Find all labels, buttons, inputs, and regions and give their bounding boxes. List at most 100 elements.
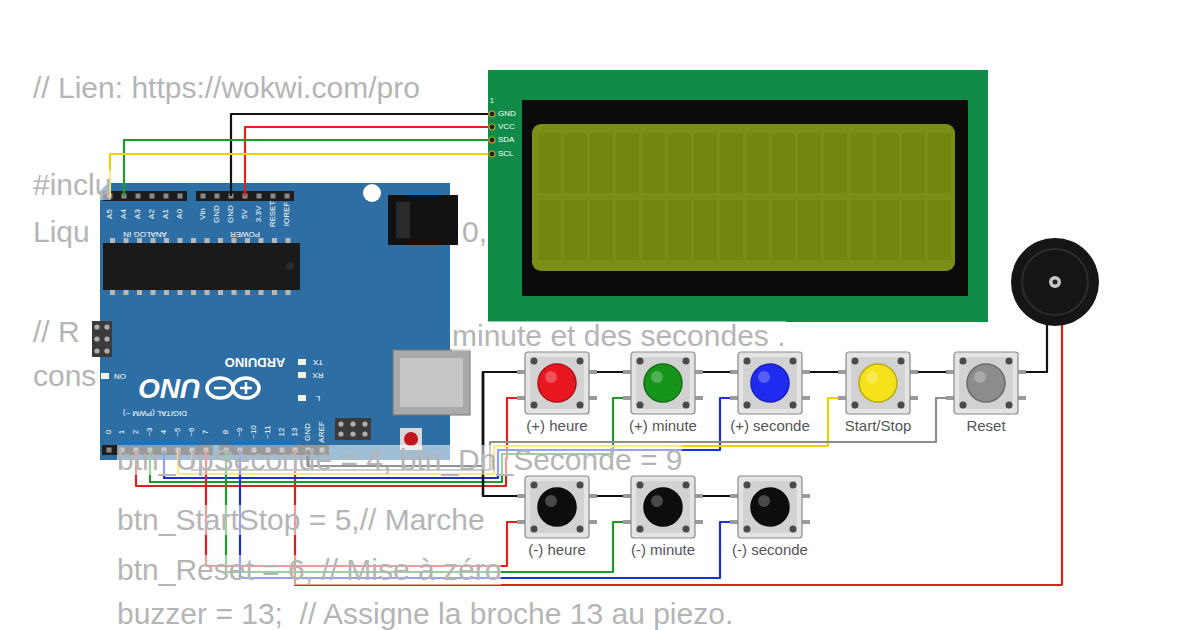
pin-label: A2 (148, 209, 157, 219)
status-led (298, 359, 306, 365)
code-watermark: // Lien: https://wokwi.com/pro (33, 73, 420, 103)
wire-stub (244, 183, 246, 196)
icsp-pin (94, 348, 99, 353)
pin-label: Vin (199, 208, 208, 219)
button-cap (538, 488, 576, 526)
lcd-cell (642, 200, 665, 260)
lcd-cell (564, 133, 587, 193)
lcd-bezel (522, 100, 968, 296)
pin-label: GND (227, 205, 236, 223)
code-watermark: 0, (462, 217, 487, 247)
lcd-cell (616, 133, 639, 193)
icsp-pin (104, 336, 109, 341)
button-screw (852, 358, 859, 365)
button-screw (744, 402, 751, 409)
button-screw (898, 402, 905, 409)
pin-label: AREF (318, 421, 327, 442)
status-led (298, 372, 306, 378)
button-screw (531, 358, 538, 365)
button-body (525, 476, 589, 538)
icsp-pin (338, 431, 343, 436)
button-screw (577, 358, 584, 365)
header-pin (136, 194, 141, 199)
lcd-cell (928, 133, 951, 193)
button-screw (852, 402, 859, 409)
button-screw (1006, 402, 1013, 409)
push-button-art (623, 476, 703, 538)
icsp-header (92, 321, 112, 357)
code-watermark: btn_StartStop = 5,// Marche (117, 505, 485, 535)
code-watermark: btn_Reset = 6, // Mise à zéro (117, 555, 501, 585)
button-screw (683, 482, 690, 489)
buzzer-body (1011, 238, 1099, 326)
button-label: (-) heure (528, 542, 586, 559)
button-screw (531, 482, 538, 489)
lcd-cell (694, 200, 717, 260)
lcd-cell (668, 200, 691, 260)
button-body (631, 476, 695, 538)
button-face (636, 357, 690, 409)
button-cap (644, 488, 682, 526)
pin-label: 13 (291, 428, 300, 437)
led-label: L (316, 394, 320, 403)
pin-label: 5V (241, 209, 250, 219)
button-screw (637, 402, 644, 409)
led-label: RX (312, 371, 323, 380)
model-name: UNO (139, 373, 201, 404)
button-label: Start/Stop (845, 418, 912, 435)
logo-mark (245, 382, 248, 394)
button-cap (538, 364, 576, 402)
lcd-cell (798, 133, 821, 193)
buzzer-dot (1053, 280, 1058, 285)
button-shine (758, 371, 770, 383)
header-pin (215, 194, 220, 199)
lcd-cell (590, 133, 613, 193)
logo-mark (214, 387, 226, 390)
push-button-art (730, 476, 810, 538)
pin-label: 1 (118, 430, 127, 434)
button-face (743, 357, 797, 409)
button-body (738, 476, 802, 538)
button-body (525, 352, 589, 414)
push-button-art (730, 352, 810, 414)
push-button: (-) minute (623, 476, 703, 538)
push-button: (-) seconde (730, 476, 810, 538)
button-face (959, 357, 1013, 409)
button-label: (+) minute (629, 418, 697, 435)
analog-header (103, 191, 187, 201)
lcd-cell (928, 200, 951, 260)
icsp-pin (350, 431, 355, 436)
lcd-cell (824, 200, 847, 260)
button-screw (790, 526, 797, 533)
pin-label: ~11 (264, 426, 273, 439)
button-label: Reset (966, 418, 1005, 435)
button-screw (898, 358, 905, 365)
pin-number: 1 (490, 97, 494, 105)
lcd-pin (489, 111, 495, 117)
code-watermark: Liqu (33, 217, 90, 247)
header-pin (257, 194, 262, 199)
lcd-cell (616, 200, 639, 260)
lcd-cell (902, 200, 925, 260)
button-body (846, 352, 910, 414)
pin-label: GND (213, 205, 222, 223)
lcd-screen (532, 124, 955, 271)
lcd-cell (902, 133, 925, 193)
push-button: (+) heure (517, 352, 597, 414)
button-screw (683, 358, 690, 365)
button-screw (577, 402, 584, 409)
button-shine (545, 371, 557, 383)
header-pin (201, 194, 206, 199)
lcd-pin (489, 137, 495, 143)
reset-switch-cap (404, 432, 418, 446)
pin-label: A4 (120, 209, 129, 219)
mounting-hole (363, 184, 381, 202)
button-shine (866, 371, 878, 383)
button-cap (859, 364, 897, 402)
chip-notch (286, 262, 294, 270)
pin-label: 8 (222, 430, 231, 434)
power-jack-socket (396, 202, 410, 238)
brand-name: ARDUINO (225, 355, 286, 369)
push-button-art (517, 352, 597, 414)
lcd-pin (489, 124, 495, 130)
